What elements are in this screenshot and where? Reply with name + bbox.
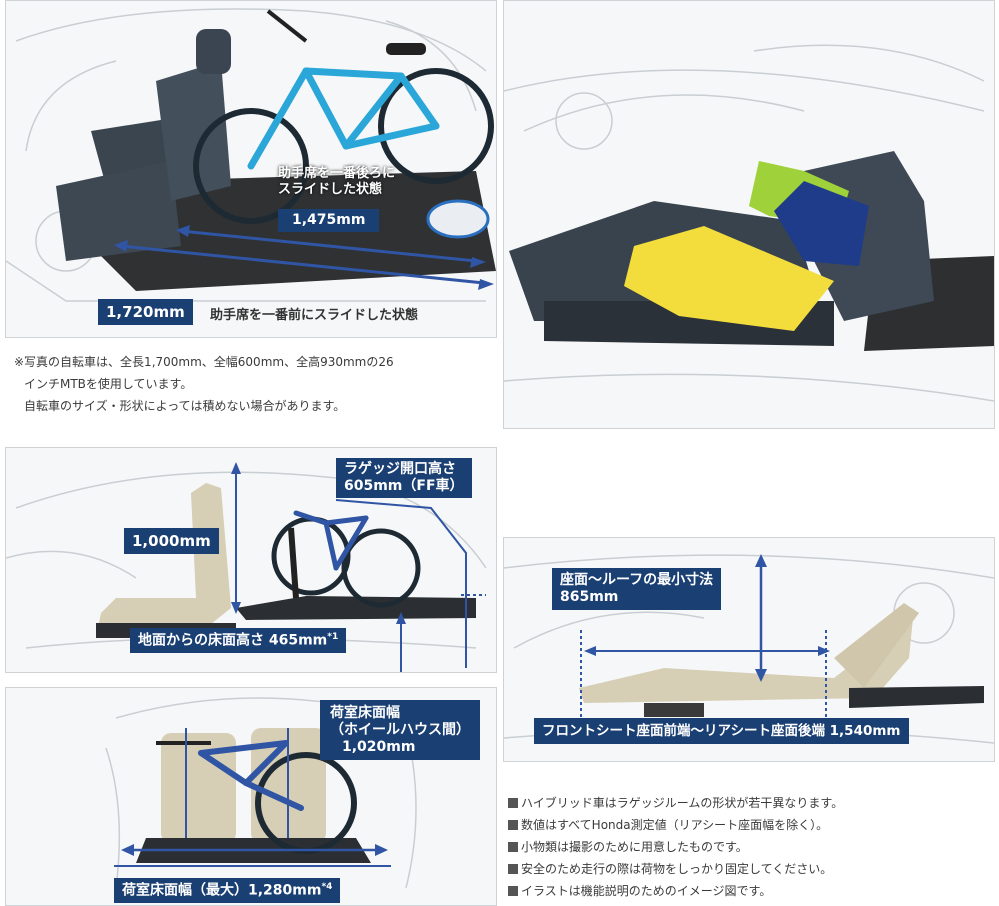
square-bullet-icon (508, 798, 518, 808)
bicycle-loading-photo-panel: 助手席を一番後ろに スライドした状態 1,475mm 1,720mm 助手席を一… (5, 0, 497, 338)
flat-seat-illustration (504, 44, 994, 402)
bicycle-note-line-1: ※写真の自転車は、全長1,700mm、全幅600mm、全高930mmの26 (14, 355, 394, 369)
square-bullet-icon (508, 864, 518, 874)
disclaimer-list: ハイブリッド車はラゲッジルームの形状が若干異なります。 数値はすべてHonda測… (508, 792, 843, 902)
bicycle-note-line-2: インチMTBを使用しています。 (24, 377, 193, 391)
square-bullet-icon (508, 886, 518, 896)
length-front-label: 1,720mm (98, 299, 193, 325)
length-front-caption: 助手席を一番前にスライドした状態 (210, 308, 419, 323)
flat-seat-length-diagram-panel: 座面～ルーフの最小寸法 865mm フロントシート座面前端～リアシート座面後端 … (503, 537, 995, 762)
opening-height-label: ラゲッジ開口高さ 605mm（FF車） (336, 458, 472, 498)
luggage-width-illustration (105, 697, 417, 889)
luggage-width-diagram-panel: 荷室床面幅 （ホイールハウス間） 1,020mm 荷室床面幅（最大）1,280m… (5, 687, 497, 906)
luggage-height-diagram-panel: 1,000mm ラゲッジ開口高さ 605mm（FF車） 地面からの床面高さ 46… (5, 447, 497, 673)
disclaimer-item: 安全のため走行の際は荷物をしっかり固定してください。 (508, 858, 843, 880)
seat-length-label: フロントシート座面前端～リアシート座面後端 1,540mm (534, 718, 909, 745)
disclaimer-item: イラストは機能説明のためのイメージ図です。 (508, 880, 843, 902)
bicycle-loading-illustration (6, 8, 496, 302)
square-bullet-icon (508, 820, 518, 830)
roof-clearance-label: 座面～ルーフの最小寸法 865mm (552, 568, 722, 610)
bicycle-note-line-3: 自転車のサイズ・形状によっては積めない場合があります。 (24, 399, 346, 413)
length-rear-label: 1,475mm (278, 209, 380, 232)
disclaimer-item: 小物類は撮影のために用意したものです。 (508, 836, 843, 858)
max-floor-width-label: 荷室床面幅（最大）1,280mm*4 (114, 878, 341, 904)
floor-height-label: 地面からの床面高さ 465mm*1 (130, 628, 347, 654)
square-bullet-icon (508, 842, 518, 852)
seat-height-label: 1,000mm (124, 528, 219, 554)
luggage-height-illustration (6, 462, 487, 672)
flat-seat-photo-panel (503, 0, 995, 429)
disclaimer-item: ハイブリッド車はラゲッジルームの形状が若干異なります。 (508, 792, 843, 814)
slide-back-caption: 助手席を一番後ろに スライドした状態 (278, 166, 396, 197)
disclaimer-item: 数値はすべてHonda測定値（リアシート座面幅を除く）。 (508, 814, 843, 836)
wheelhouse-width-label: 荷室床面幅 （ホイールハウス間） 1,020mm (320, 700, 480, 761)
